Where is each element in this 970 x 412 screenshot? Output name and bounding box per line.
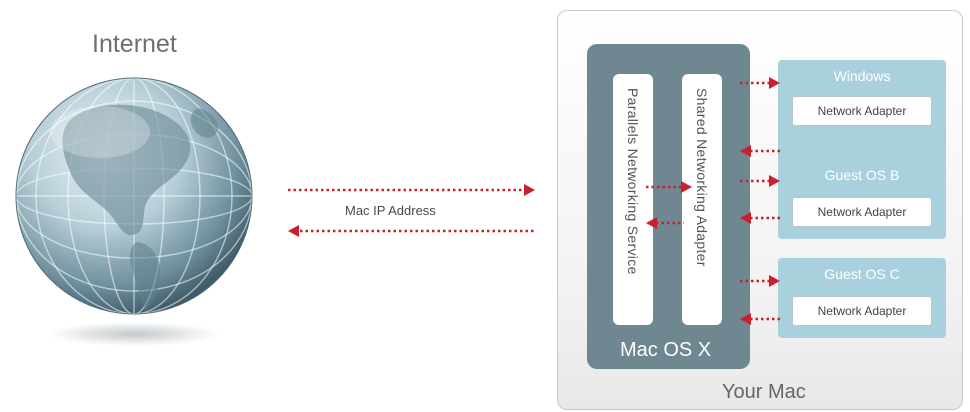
connection-arrows xyxy=(288,184,535,237)
globe-icon xyxy=(8,72,260,350)
guest-name: Windows xyxy=(833,68,891,84)
shared-networking-adapter-label: Shared Networking Adapter xyxy=(694,88,710,267)
network-adapter: Network Adapter xyxy=(792,197,932,227)
guest-os-b: Guest OS B Network Adapter xyxy=(778,159,946,239)
guest-windows: Windows Network Adapter xyxy=(778,60,946,164)
network-adapter: Network Adapter xyxy=(792,96,932,126)
guest-name: Guest OS B xyxy=(824,167,900,183)
your-mac-label: Your Mac xyxy=(722,381,806,403)
guest-os-c: Guest OS C Network Adapter xyxy=(778,258,946,338)
parallels-networking-service: Parallels Networking Service xyxy=(613,74,653,325)
internal-arrows xyxy=(646,181,692,229)
guest-name: Guest OS C xyxy=(824,266,900,282)
arrow-right-icon xyxy=(524,184,535,196)
shared-networking-adapter: Shared Networking Adapter xyxy=(682,74,722,325)
mac-os-label: Mac OS X xyxy=(620,339,712,361)
mac-ip-address-label: Mac IP Address xyxy=(345,203,436,218)
arrow-left-icon xyxy=(288,225,299,237)
parallels-networking-service-label: Parallels Networking Service xyxy=(625,88,641,275)
internet-label: Internet xyxy=(92,30,177,58)
guest-arrows xyxy=(740,77,780,325)
network-adapter: Network Adapter xyxy=(792,296,932,326)
